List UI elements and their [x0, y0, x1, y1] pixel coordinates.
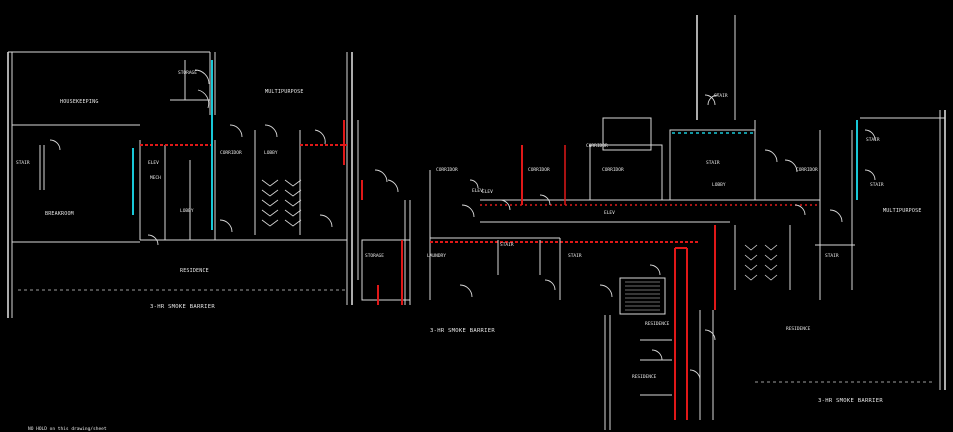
- smoke-barrier-caption-right: 3-HR SMOKE BARRIER: [818, 398, 883, 404]
- room-label: MULTIPURPOSE: [883, 208, 922, 214]
- room-label: STAIR: [825, 253, 839, 259]
- barrier-captions: 3-HR SMOKE BARRIER 3-HR SMOKE BARRIER 3-…: [150, 304, 883, 404]
- room-label: ELEV: [148, 160, 159, 166]
- room-label: CORRIDOR: [436, 167, 458, 173]
- room-label: LAUNDRY: [427, 253, 446, 259]
- room-label: RESIDENCE: [645, 321, 670, 327]
- room-labels: HOUSEKEEPING STORAGE MULTIPURPOSE STAIR …: [16, 70, 922, 380]
- room-label: RESIDENCE: [632, 374, 657, 380]
- room-label: STORAGE: [365, 253, 384, 259]
- right-wing: [589, 15, 946, 430]
- room-label: STAIR: [568, 253, 582, 259]
- room-label: BREAKROOM: [45, 211, 74, 217]
- room-label: CORRIDOR: [528, 167, 550, 173]
- smoke-barrier-caption-middle: 3-HR SMOKE BARRIER: [430, 328, 495, 334]
- middle-wing: [429, 145, 820, 300]
- room-label: STAIR: [870, 182, 884, 188]
- room-label: MULTIPURPOSE: [265, 89, 304, 95]
- room-label: CORRIDOR: [602, 167, 624, 173]
- room-label: STAIR: [706, 160, 720, 166]
- left-wing: [7, 51, 411, 318]
- room-label: CORRIDOR: [220, 150, 242, 156]
- room-label: RESIDENCE: [180, 268, 209, 274]
- room-label: MECH: [150, 175, 161, 181]
- room-label: CORRIDOR: [796, 167, 818, 173]
- room-label: ELEV: [472, 188, 483, 194]
- sheet-footnote: NO HOLD on this drawing/sheet: [28, 426, 107, 432]
- room-label: LOBBY: [712, 182, 726, 188]
- room-label: LOBBY: [180, 208, 194, 214]
- room-label: CORRIDOR: [586, 143, 608, 149]
- room-label: ELEV: [604, 210, 615, 216]
- room-label: STAIR: [866, 137, 880, 143]
- room-label: LOBBY: [264, 150, 278, 156]
- room-label: HOUSEKEEPING: [60, 99, 99, 105]
- room-label: STAIR: [500, 242, 514, 248]
- room-label: STORAGE: [178, 70, 197, 76]
- smoke-barrier-caption-left: 3-HR SMOKE BARRIER: [150, 304, 215, 310]
- room-label: STAIR: [714, 93, 728, 99]
- room-label: ELEV: [482, 189, 493, 195]
- room-label: STAIR: [16, 160, 30, 166]
- room-label: RESIDENCE: [786, 326, 811, 332]
